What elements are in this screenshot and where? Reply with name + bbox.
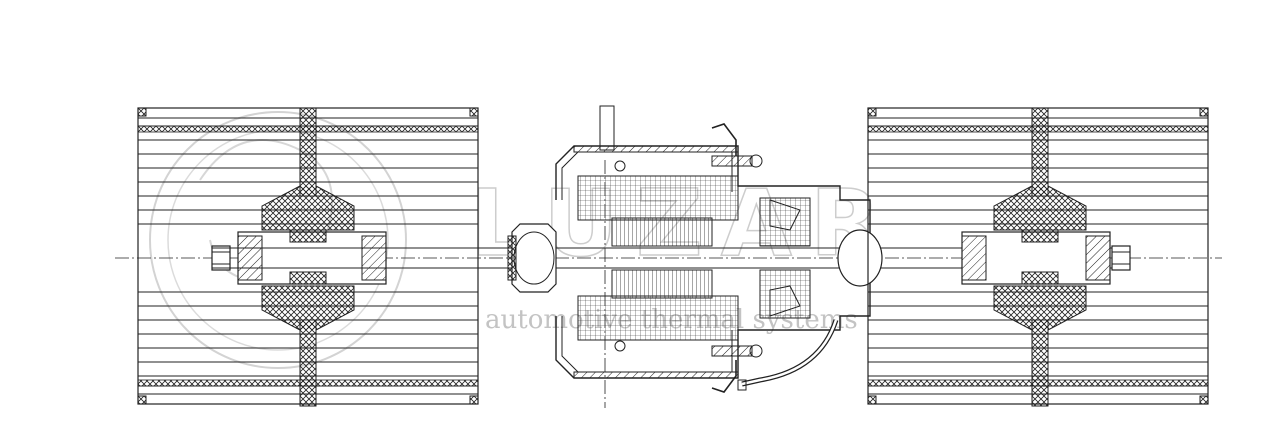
- left-fan-wheel: [137, 107, 479, 407]
- motor-housing: [507, 105, 883, 393]
- right-fan-wheel: [867, 107, 1209, 407]
- logo-circle-icon: [149, 111, 407, 369]
